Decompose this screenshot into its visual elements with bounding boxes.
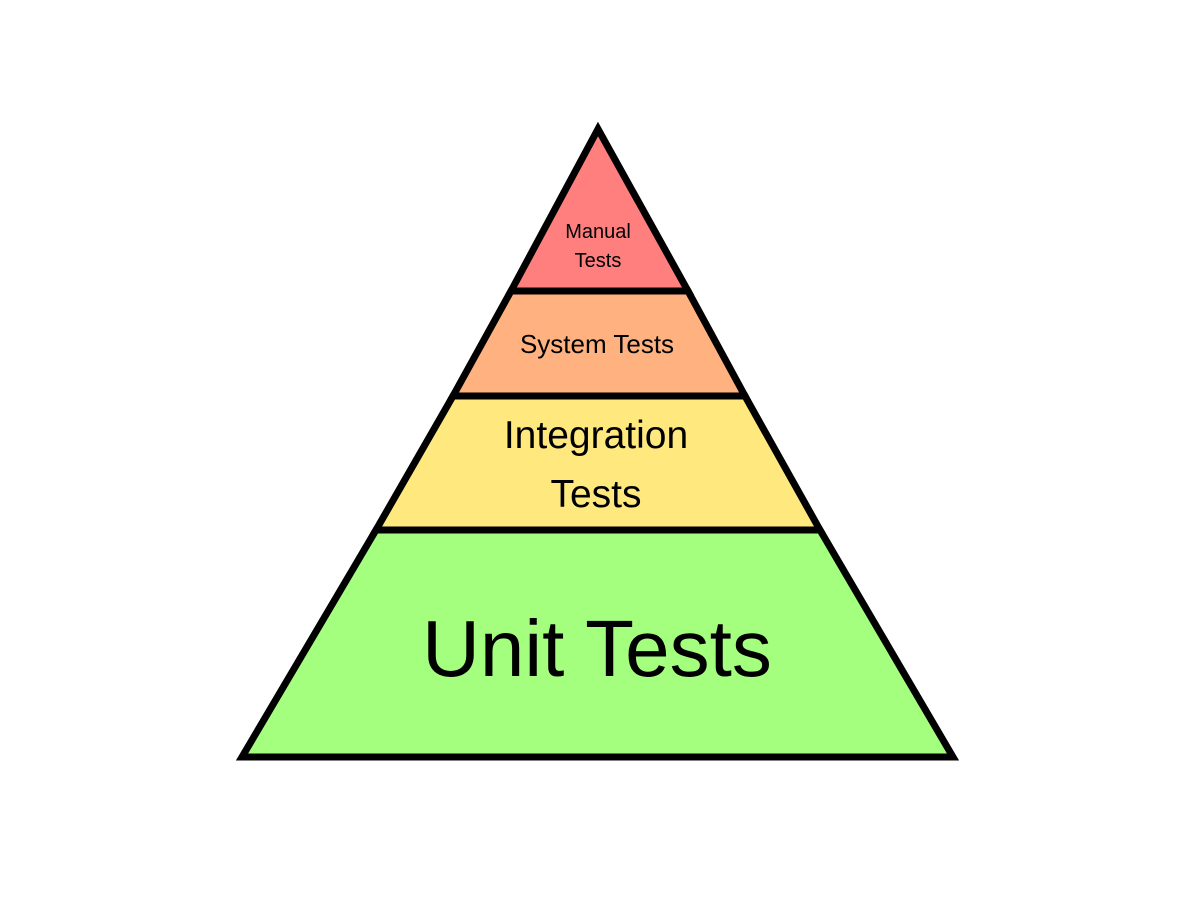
layer-unit-tests-label-line-1: Unit Tests <box>422 604 772 693</box>
layer-manual-tests-label-line-1: Manual <box>565 221 631 243</box>
layer-manual-tests-label-line-2: Tests <box>575 250 622 272</box>
layer-manual-tests: Manual Tests <box>505 121 694 295</box>
layer-integration-tests-label-line-1: Integration <box>504 414 688 457</box>
layer-system-tests: System Tests <box>447 287 751 400</box>
layer-integration-tests-label-line-2: Tests <box>550 473 641 516</box>
layer-integration-tests: Integration Tests <box>369 392 826 534</box>
layer-unit-tests-shape <box>235 526 960 761</box>
layer-system-tests-label-line-1: System Tests <box>520 329 674 359</box>
layer-unit-tests: Unit Tests <box>235 526 960 761</box>
